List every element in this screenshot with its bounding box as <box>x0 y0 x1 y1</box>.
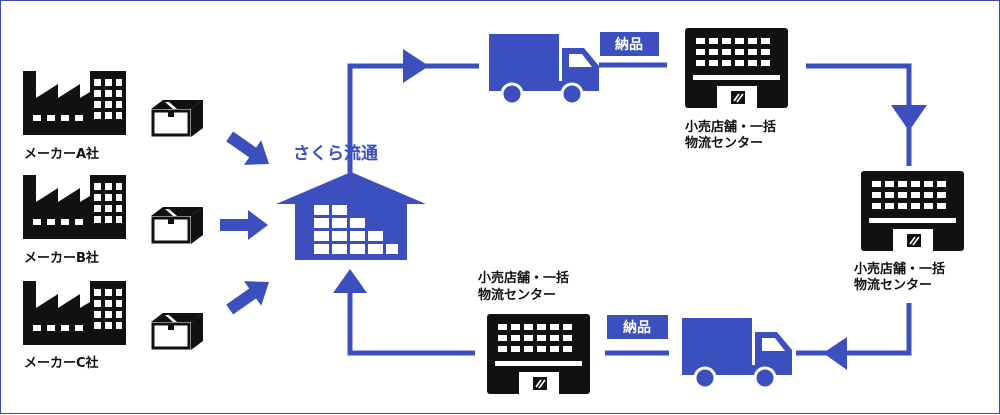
manufacturer-c: メーカーC社 <box>23 281 205 371</box>
connector-hub-to-truck <box>347 63 479 173</box>
arrow-icon <box>226 281 269 315</box>
arrow-icon <box>226 131 269 165</box>
store-building-icon <box>486 313 591 395</box>
arrow-icon <box>891 105 927 131</box>
connector-center-top-to-center-right <box>806 63 912 166</box>
manufacturer-label: メーカーC社 <box>24 355 99 371</box>
hub-sakura-ryutsu: さくら流通 <box>276 143 426 260</box>
flow-connectors <box>347 62 912 356</box>
manufacturer-a: メーカーA社 <box>23 71 205 162</box>
center-label-line1: 小売店舗・一括 <box>478 270 569 286</box>
delivery-badge-top: 納品 <box>600 32 659 56</box>
center-label-line1: 小売店舗・一括 <box>685 119 776 135</box>
delivery-badge-label: 納品 <box>615 36 643 53</box>
center-label-line1: 小売店舗・一括 <box>854 261 945 277</box>
store-building-icon <box>860 170 965 252</box>
warehouse-icon <box>276 172 426 260</box>
center-label-line2: 物流センター <box>685 135 763 151</box>
arrow-icon <box>333 269 367 293</box>
manufacturer-b: メーカーB社 <box>23 175 205 266</box>
delivery-truck-icon <box>487 32 601 106</box>
package-box-icon <box>149 205 205 246</box>
center-label-line2: 物流センター <box>854 277 932 293</box>
delivery-truck-icon <box>680 316 794 390</box>
center-label-line2: 物流センター <box>478 287 556 303</box>
manufacturer-label: メーカーA社 <box>24 146 99 162</box>
factory-icon <box>23 71 126 135</box>
factory-icon <box>23 281 126 345</box>
distribution-center-right: 小売店舗・一括 物流センター <box>854 170 965 293</box>
manufacturer-label: メーカーB社 <box>24 250 99 266</box>
distribution-center-bottom: 小売店舗・一括 物流センター <box>478 270 591 395</box>
arrow-icon <box>220 210 268 240</box>
delivery-badge-label: 納品 <box>623 319 651 336</box>
distribution-center-top: 小売店舗・一括 物流センター <box>684 27 789 151</box>
package-box-icon <box>149 311 205 352</box>
store-building-icon <box>684 27 789 109</box>
arrow-icon <box>823 337 847 370</box>
factory-icon <box>23 175 126 239</box>
delivery-badge-bottom: 納品 <box>607 315 668 339</box>
hub-label: さくら流通 <box>293 143 378 164</box>
arrow-icon <box>403 49 429 83</box>
connector-center-right-to-truck <box>796 303 912 356</box>
package-box-icon <box>149 98 205 139</box>
connector-center-bottom-to-hub <box>347 287 475 356</box>
